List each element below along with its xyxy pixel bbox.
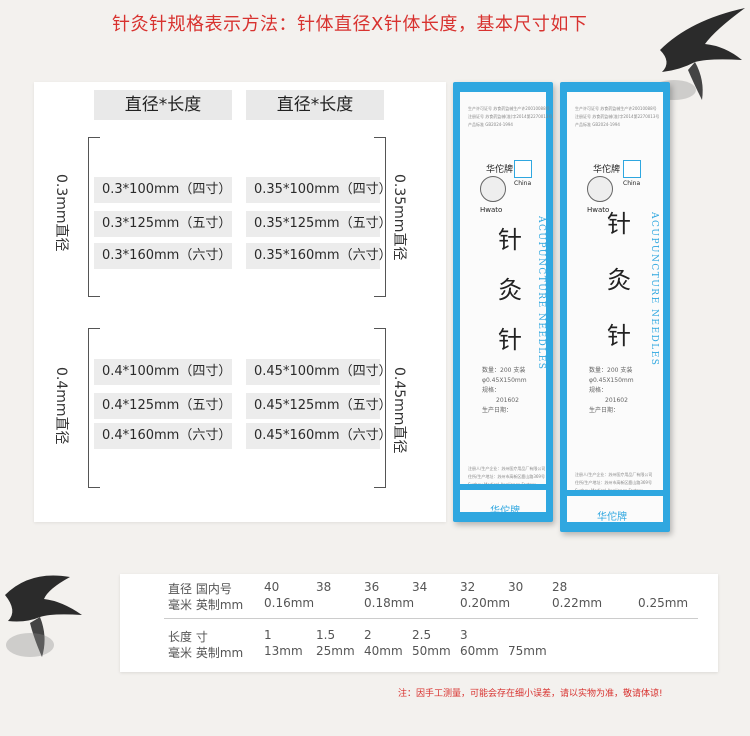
spec-item: 0.3*125mm（五寸） <box>94 211 232 237</box>
char-1: 针 <box>607 210 631 238</box>
quantity: 数量：200 支装 <box>589 367 633 374</box>
diameter-mm: 0.22mm <box>552 596 603 610</box>
length-mm: 13mm <box>264 644 303 658</box>
brand-name-en: Hwato <box>587 206 610 214</box>
char-3: 针 <box>498 326 522 354</box>
diameter-mm: 0.16mm <box>264 596 315 610</box>
disclaimer-note: 注：因手工测量，可能会存在细小误差，请以实物为准，敬请体谅! <box>398 689 663 699</box>
page-heading: 针灸针规格表示方法：针体直径X针体长度，基本尺寸如下 <box>112 14 588 35</box>
brand-name-en: Hwato <box>480 206 503 214</box>
length-mm: 25mm <box>316 644 355 658</box>
gauge-number: 32 <box>460 580 476 594</box>
size: φ0.45X150mm <box>589 377 634 384</box>
spec-item: 0.35*125mm（五寸） <box>246 211 392 237</box>
china-logo-icon <box>623 160 641 178</box>
length-mm: 40mm <box>364 644 403 658</box>
gauge-number: 40 <box>264 580 280 594</box>
needle-box-1: 生产许可证号 苏食药监械生产许20010088号 注册证号 苏食药监械(准)字2… <box>453 82 553 522</box>
bottom-brand: 华佗牌 <box>490 506 520 517</box>
label-diameter-0-45: 0.45mm直径 <box>391 367 407 454</box>
brand-name: 华佗牌 <box>486 165 514 175</box>
spec-item: 0.45*125mm（五寸） <box>246 393 392 419</box>
batch: 201602 <box>496 397 519 404</box>
table-divider <box>164 618 698 619</box>
length-mm: 60mm <box>460 644 499 658</box>
gauge-number: 36 <box>364 580 380 594</box>
english-label: ACUPUNCTURE NEEDLES <box>649 212 659 367</box>
spec-item: 0.3*160mm（六寸） <box>94 243 232 269</box>
right-column-header: 直径*长度 <box>246 90 384 120</box>
date-label: 生产日期： <box>482 407 513 414</box>
label-diameter-0-3: 0.3mm直径 <box>53 174 69 252</box>
batch: 201602 <box>605 397 628 404</box>
size-reference-table: 直径 国内号 40 38 36 34 32 30 28 毫米 英制mm 0.16… <box>120 574 718 672</box>
spec-label: 规格： <box>482 387 501 394</box>
logo-text: China <box>623 180 641 187</box>
spec-item: 0.3*100mm（四寸） <box>94 177 232 203</box>
length-mm: 50mm <box>412 644 451 658</box>
english-label: ACUPUNCTURE NEEDLES <box>536 216 546 371</box>
diameter-mm: 0.25mm <box>638 596 689 610</box>
diameter-unit-label: 毫米 英制mm <box>168 598 244 612</box>
length-cun: 1 <box>264 628 272 642</box>
date-label: 生产日期： <box>589 407 620 414</box>
china-logo-icon <box>514 160 532 178</box>
spec-item: 0.4*125mm（五寸） <box>94 393 232 419</box>
size: φ0.45X150mm <box>482 377 527 384</box>
char-2: 灸 <box>607 266 631 294</box>
label-diameter-0-4: 0.4mm直径 <box>53 367 69 445</box>
char-1: 针 <box>498 226 522 254</box>
spec-item: 0.4*160mm（六寸） <box>94 423 232 449</box>
logo-text: China <box>514 180 532 187</box>
gauge-number: 28 <box>552 580 568 594</box>
spec-label: 规格： <box>589 387 608 394</box>
spec-item: 0.45*100mm（四寸） <box>246 359 392 385</box>
gauge-number: 34 <box>412 580 428 594</box>
gauge-number: 38 <box>316 580 332 594</box>
length-cun: 1.5 <box>316 628 336 642</box>
brand-name: 华佗牌 <box>593 165 621 175</box>
diameter-label: 直径 国内号 <box>168 582 232 596</box>
bracket-left-group-1 <box>88 137 100 297</box>
char-2: 灸 <box>498 276 522 304</box>
needle-box-2: 生产许可证号 苏食药监械生产许20010088号 注册证号 苏食药监械(准)字2… <box>560 82 670 532</box>
spec-panel: 直径*长度 直径*长度 0.3mm直径 0.35mm直径 0.3*100mm（四… <box>34 82 446 522</box>
diameter-mm: 0.18mm <box>364 596 415 610</box>
spec-item: 0.45*160mm（六寸） <box>246 423 392 449</box>
length-unit-label: 毫米 英制mm <box>168 646 244 660</box>
spec-item: 0.35*100mm（四寸） <box>246 177 392 203</box>
gauge-number: 30 <box>508 580 524 594</box>
swallow-left-icon <box>5 575 82 657</box>
length-mm: 75mm <box>508 644 547 658</box>
length-label: 长度 寸 <box>168 630 208 644</box>
left-column-header: 直径*长度 <box>94 90 232 120</box>
bracket-right-group-1 <box>374 137 386 297</box>
spec-item: 0.35*160mm（六寸） <box>246 243 392 269</box>
bracket-right-group-2 <box>374 328 386 488</box>
label-diameter-0-35: 0.35mm直径 <box>391 174 407 261</box>
diameter-mm: 0.20mm <box>460 596 511 610</box>
bottom-brand: 华佗牌 <box>597 512 627 523</box>
length-cun: 2.5 <box>412 628 432 642</box>
char-3: 针 <box>607 322 631 350</box>
length-cun: 2 <box>364 628 372 642</box>
quantity: 数量：200 支装 <box>482 367 526 374</box>
brand-logo-icon <box>480 176 506 202</box>
length-cun: 3 <box>460 628 468 642</box>
brand-logo-icon <box>587 176 613 202</box>
spec-item: 0.4*100mm（四寸） <box>94 359 232 385</box>
bracket-left-group-2 <box>88 328 100 488</box>
